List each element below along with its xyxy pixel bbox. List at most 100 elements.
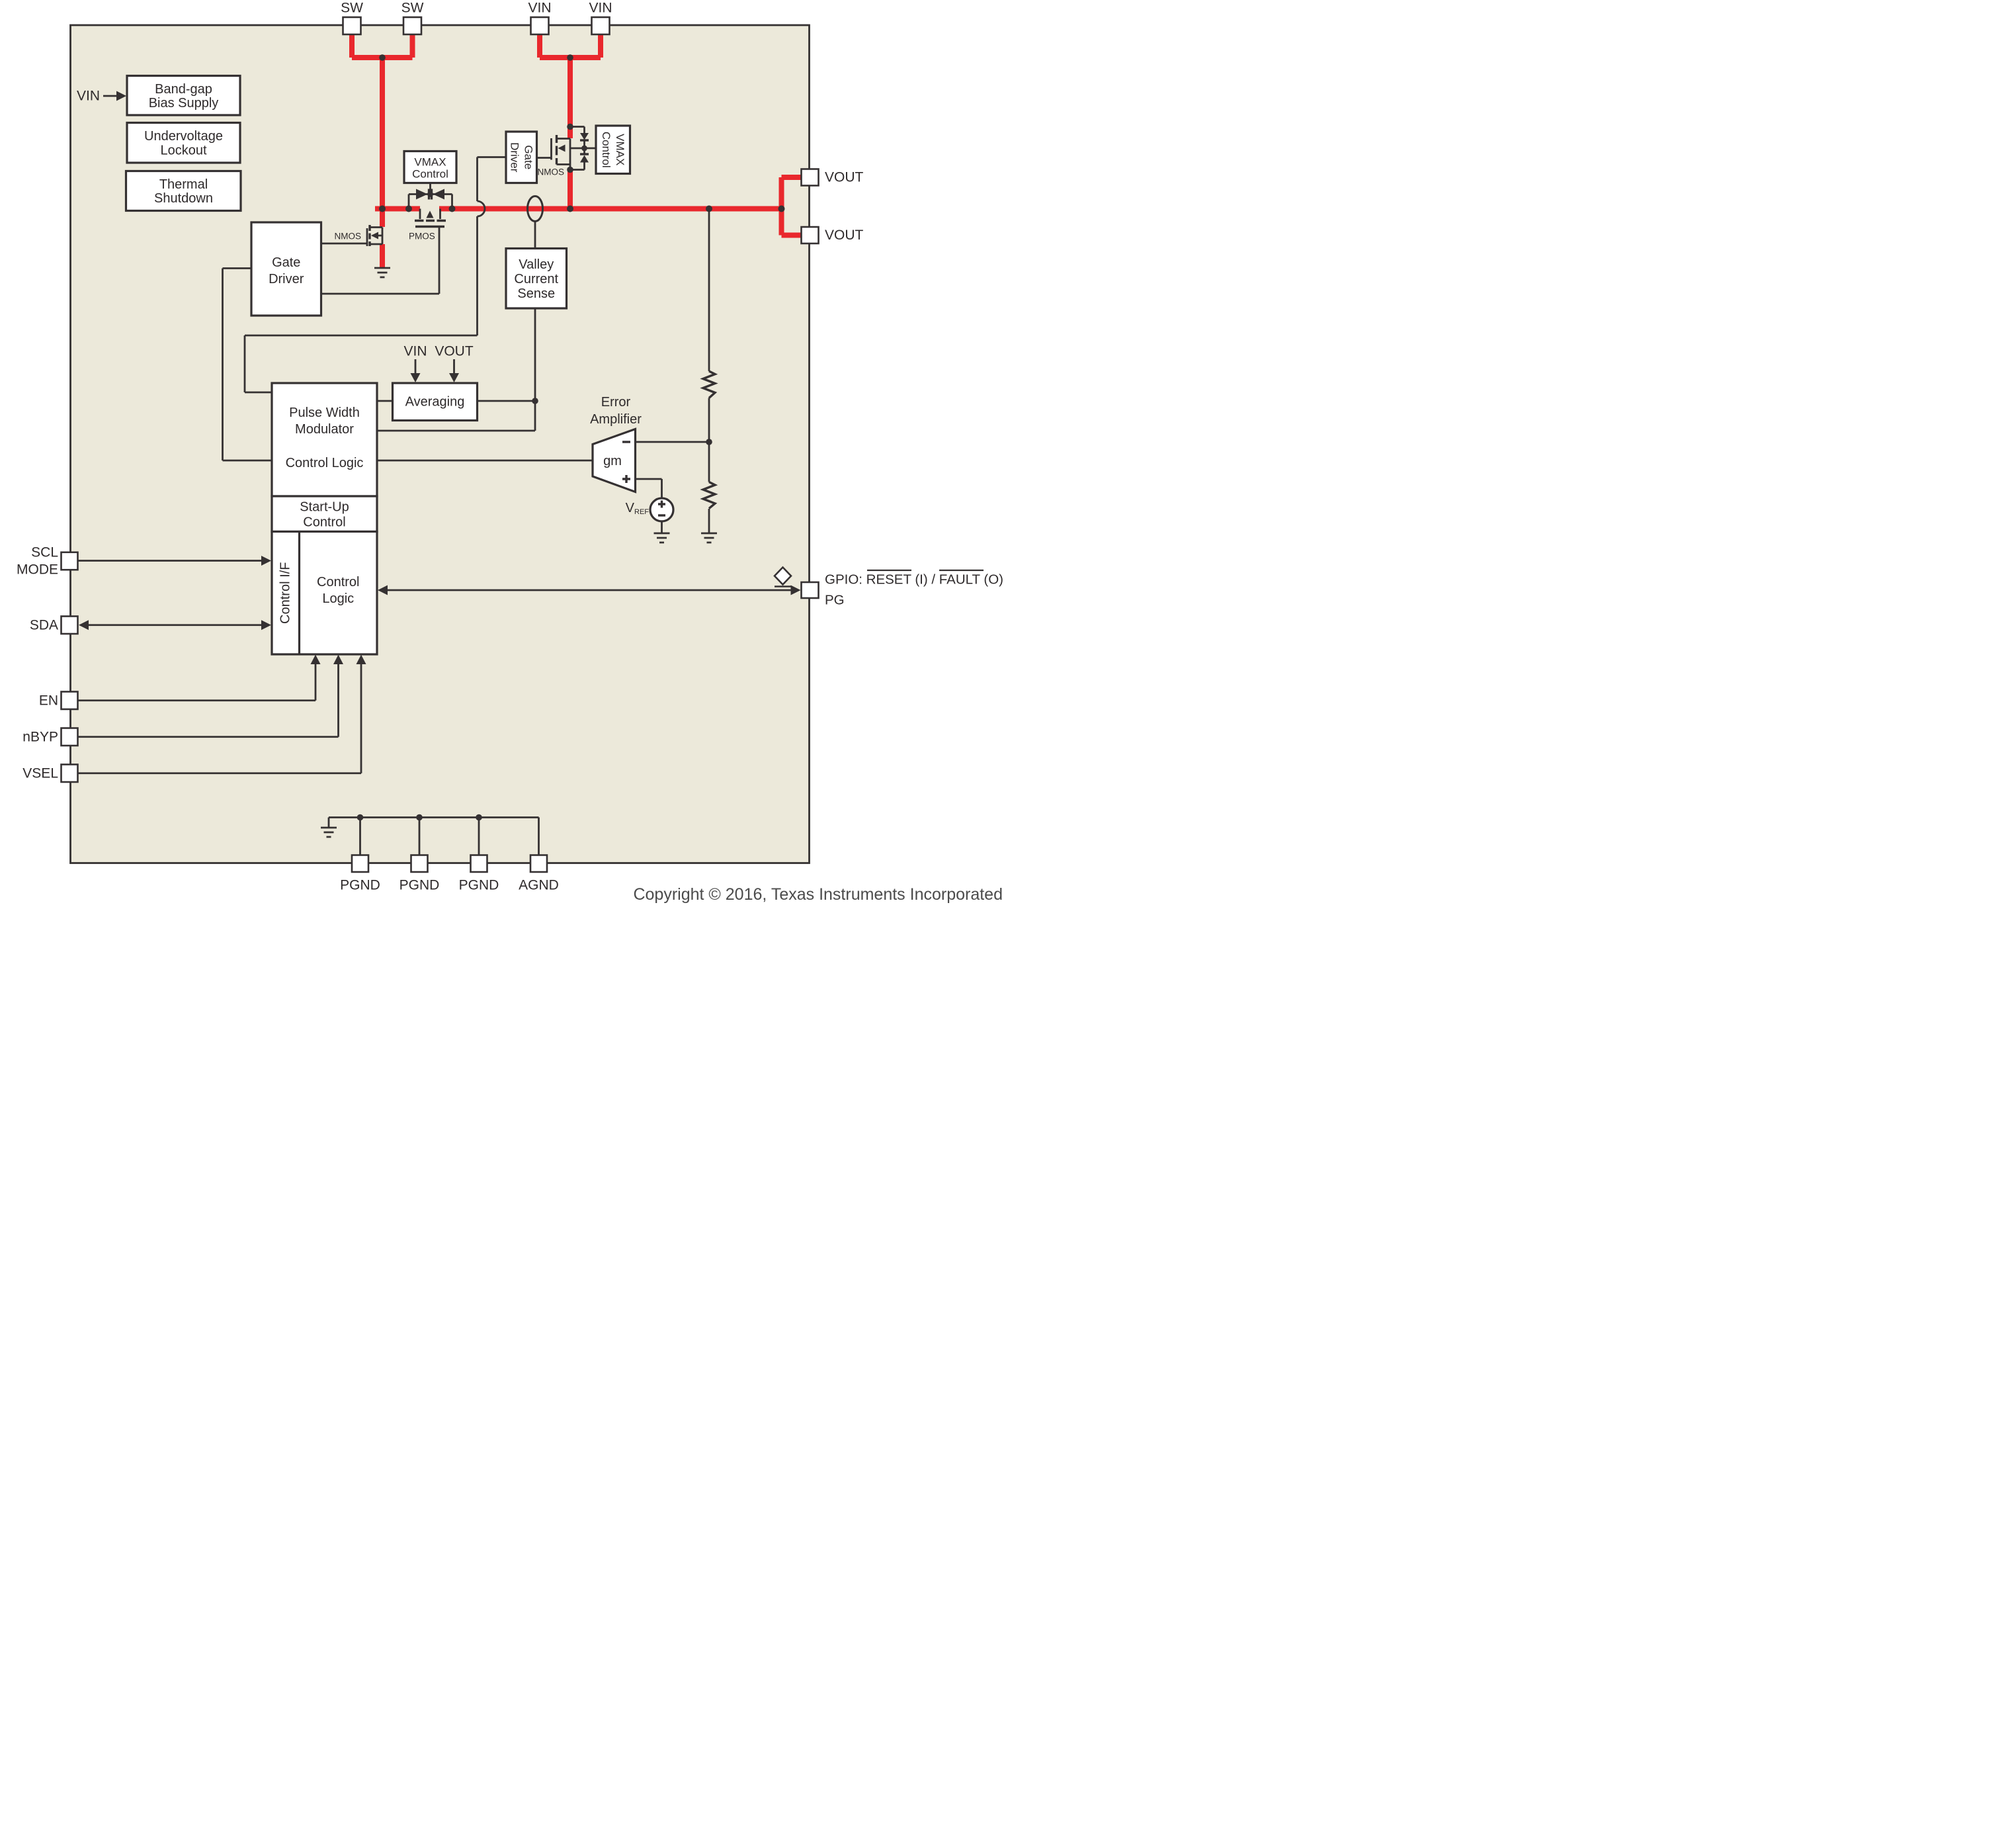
gate-driver-left-label-2: Driver <box>269 272 304 286</box>
scl-arrowhead <box>261 556 271 566</box>
pin-label-sw-2: SW <box>401 1 424 16</box>
sw-power-wire <box>349 34 415 227</box>
ground-bus <box>327 816 540 855</box>
gpio-arrowhead-right <box>790 585 801 595</box>
gm-plus-input-wire <box>635 478 663 498</box>
left-pins: SCL MODE SDA EN nBYP VSEL <box>17 545 366 783</box>
gpio-label-line1: GPIO: RESET (I) / FAULT (O) <box>825 572 1003 587</box>
junction-dot <box>567 54 573 61</box>
vin-bandgap-annotation: VIN <box>77 89 126 104</box>
vref-ground <box>653 521 670 544</box>
pin-vout-1 <box>800 168 819 187</box>
pwm-label-1: Pulse Width <box>289 406 360 420</box>
resistor-top <box>700 370 718 399</box>
sda-arrowhead-left <box>79 620 89 630</box>
control-box <box>271 530 378 656</box>
pin-label-pgnd-3: PGND <box>459 878 499 893</box>
junction-dot <box>778 205 785 212</box>
pin-sda <box>60 615 79 635</box>
thermal-shutdown-block: Thermal Shutdown <box>124 169 242 212</box>
gpio-diamond <box>773 566 792 586</box>
gpio-prefix: GPIO: <box>825 572 866 587</box>
startup-box <box>271 495 378 533</box>
functional-block-diagram: Band-gap Bias Supply Undervoltage Lockou… <box>0 0 1008 911</box>
averaging-vout-label: VOUT <box>435 344 474 359</box>
junction-dot <box>405 205 412 212</box>
gate-driver-right-label-2: Driver <box>508 142 521 173</box>
copyright-text: Copyright © 2016, Texas Instruments Inco… <box>633 885 1003 904</box>
control-if-rotated-text: Control I/F <box>278 562 293 624</box>
pin-vin-2 <box>591 16 610 36</box>
pwm-box <box>271 382 378 498</box>
averaging-box <box>391 382 479 422</box>
vsel-wire <box>77 664 362 775</box>
thermal-label-2: Shutdown <box>154 191 213 206</box>
vmax-right-label-2: Control <box>600 132 612 168</box>
undervoltage-label-1: Undervoltage <box>144 129 223 144</box>
undervoltage-box <box>126 121 241 164</box>
error-amp-title-2: Amplifier <box>590 412 642 427</box>
junction-dot <box>567 205 573 212</box>
nmos-right-body-arrow <box>558 144 566 152</box>
junction-dot <box>357 814 364 821</box>
nmos-right-label: NMOS <box>538 167 565 177</box>
gm-trapezoid <box>591 427 637 494</box>
ground-bus-symbol <box>321 826 337 838</box>
vsel-arrowhead <box>356 654 366 664</box>
junction-dot <box>581 145 587 152</box>
vmax-right-label-1: VMAX <box>614 134 626 165</box>
startup-label-2: Control <box>303 515 345 530</box>
band-gap-label-1: Band-gap <box>155 82 212 97</box>
band-gap-box <box>126 74 241 116</box>
pin-scl-mode <box>60 551 79 571</box>
valley-label-2: Current <box>514 272 558 286</box>
gm-plus-sign <box>622 475 630 483</box>
thermal-label-1: Thermal <box>159 177 208 192</box>
junction-dot <box>567 166 573 173</box>
pin-vin-1 <box>530 16 550 36</box>
vmax-left-box <box>403 150 458 185</box>
control-if-label: Control I/F <box>278 562 293 624</box>
undervoltage-lockout-block: Undervoltage Lockout <box>126 121 241 164</box>
gpio-arrowhead-left <box>378 585 388 595</box>
pin-gpio <box>800 581 819 599</box>
valley-sense-wires <box>377 221 536 432</box>
pin-pgnd-1 <box>351 854 370 873</box>
vmax-right-box <box>595 124 632 175</box>
vref-sub: REF <box>634 508 649 516</box>
pmos-body-arrow <box>426 210 434 218</box>
pin-label-vout-1: VOUT <box>825 170 864 185</box>
gate-driver-left-label-1: Gate <box>272 255 300 270</box>
gm-label: gm <box>603 454 622 468</box>
control-block: Control I/F Control Logic <box>271 530 378 656</box>
resistor-bottom <box>700 480 718 509</box>
valley-label-1: Valley <box>519 257 554 272</box>
junction-dot <box>379 54 386 61</box>
gate-drive-routing <box>222 156 506 462</box>
nmos-left-gate <box>321 228 368 246</box>
junction-dot <box>532 398 538 404</box>
gpio-reset: RESET <box>866 572 912 587</box>
pmos-symbol: PMOS <box>321 208 446 295</box>
vmax-right-rotated-text: VMAX Control <box>600 132 626 168</box>
pin-pgnd-2 <box>410 854 429 873</box>
pin-label-sw-1: SW <box>341 1 363 16</box>
band-gap-label-2: Bias Supply <box>149 96 219 110</box>
pin-en <box>60 691 79 711</box>
en-wire <box>77 664 317 702</box>
gate-driver-right-box <box>505 130 538 185</box>
pin-vout-2 <box>800 226 819 245</box>
junction-dot <box>706 439 712 445</box>
gpio-net: GPIO: RESET (I) / FAULT (O) PG <box>378 566 1003 608</box>
vref-label: VREF <box>626 501 650 516</box>
diode-bottom-triangle <box>580 155 589 163</box>
pwm-label-3: Control Logic <box>286 456 364 470</box>
valley-current-sense-block: Valley Current Sense <box>377 195 568 432</box>
gate-driver-left-block: Gate Driver <box>250 221 323 317</box>
control-logic-label-1: Control <box>317 575 359 589</box>
pmos-gate-wire <box>321 228 441 295</box>
nmos-right-symbol: NMOS <box>536 126 596 177</box>
pwm-block: Pulse Width Modulator Control Logic <box>271 382 378 498</box>
pin-label-vsel: VSEL <box>22 765 58 781</box>
pmos-label: PMOS <box>409 232 435 241</box>
